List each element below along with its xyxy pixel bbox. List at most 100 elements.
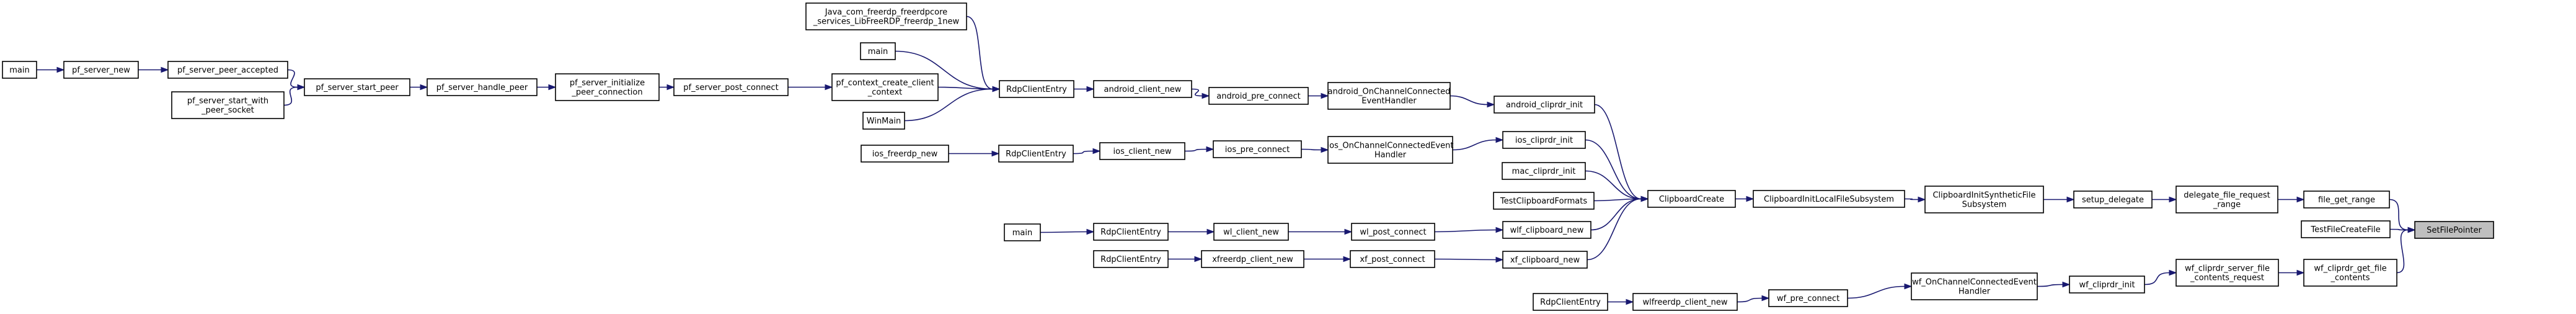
graph-node-java-freerdp-new[interactable]: Java_com_freerdp_freerdpcore_services_Li… bbox=[805, 2, 967, 30]
node-box bbox=[1502, 162, 1586, 180]
graph-node-pf-server-start-with-peer-socket[interactable]: pf_server_start_with_peer_socket bbox=[171, 91, 285, 119]
graph-node-ios-cliprdr-init[interactable]: ios_cliprdr_init bbox=[1502, 131, 1586, 149]
call-edge bbox=[1450, 95, 1488, 105]
graph-node-test-file-create-file[interactable]: TestFileCreateFile bbox=[2301, 220, 2391, 238]
arrowhead bbox=[1206, 146, 1215, 153]
call-edge bbox=[895, 50, 993, 90]
graph-node-winmain[interactable]: WinMain bbox=[862, 112, 905, 130]
arrowhead bbox=[1321, 92, 1329, 99]
graph-node-setup-delegate[interactable]: setup_delegate bbox=[2073, 191, 2153, 209]
node-label: _contents bbox=[2330, 274, 2370, 283]
graph-node-pf-server-start-peer[interactable]: pf_server_start_peer bbox=[304, 78, 410, 96]
arrowhead bbox=[548, 84, 557, 91]
graph-node-wl-post-connect[interactable]: wl_post_connect bbox=[1351, 223, 1435, 241]
graph-node-wf-cliprdr-get-file-contents[interactable]: wf_cliprdr_get_file_contents bbox=[2303, 259, 2397, 287]
node-box bbox=[862, 112, 905, 130]
graph-node-wlf-clipboard-new[interactable]: wlf_clipboard_new bbox=[1502, 221, 1591, 239]
graph-node-main-top[interactable]: main bbox=[860, 42, 896, 60]
graph-node-pf-server-post-connect[interactable]: pf_server_post_connect bbox=[673, 78, 789, 96]
node-label: Handler bbox=[1959, 287, 1991, 297]
node-label: RdpClientEntry bbox=[1100, 228, 1161, 237]
node-label: android_client_new bbox=[1104, 85, 1182, 94]
graph-node-wf-cliprdr-init[interactable]: wf_cliprdr_init bbox=[2069, 276, 2145, 294]
node-box bbox=[1632, 293, 1738, 311]
node-box bbox=[1768, 289, 1848, 307]
graph-node-rdp-client-entry-xf[interactable]: RdpClientEntry bbox=[1093, 250, 1169, 268]
graph-node-rdp-client-entry-ios[interactable]: RdpClientEntry bbox=[998, 145, 1074, 163]
graph-node-clipboard-init-local-file-subsystem[interactable]: ClipboardInitLocalFileSubsystem bbox=[1753, 190, 1905, 208]
node-label: wl_client_new bbox=[1223, 228, 1279, 237]
graph-node-file-get-range[interactable]: file_get_range bbox=[2303, 191, 2390, 209]
node-box bbox=[1753, 190, 1905, 208]
graph-node-mac-cliprdr-init[interactable]: mac_cliprdr_init bbox=[1502, 162, 1586, 180]
graph-node-pf-server-peer-accepted[interactable]: pf_server_peer_accepted bbox=[167, 61, 288, 79]
graph-node-xfreerdp-client-new[interactable]: xfreerdp_client_new bbox=[1201, 250, 1304, 268]
call-edge bbox=[1585, 139, 1642, 200]
node-box bbox=[2301, 220, 2391, 238]
node-box bbox=[2, 61, 37, 79]
call-edge bbox=[2037, 284, 2063, 287]
node-box bbox=[304, 78, 410, 96]
node-label: xf_clipboard_new bbox=[1510, 256, 1580, 265]
graph-node-wf-cliprdr-server-file-contents-request[interactable]: wf_cliprdr_server_file_contents_request bbox=[2175, 259, 2279, 287]
arrowhead bbox=[297, 84, 306, 91]
arrowhead bbox=[1194, 256, 1203, 262]
graph-node-pf-server-new[interactable]: pf_server_new bbox=[63, 61, 139, 79]
node-label: EventHandler bbox=[1361, 97, 1417, 106]
arrowhead bbox=[1495, 137, 1504, 143]
arrowhead bbox=[1202, 92, 1210, 99]
graph-node-wl-client-new[interactable]: wl_client_new bbox=[1213, 223, 1289, 241]
node-label: _peer_connection bbox=[571, 88, 642, 97]
node-label: mac_cliprdr_init bbox=[1512, 167, 1576, 176]
graph-node-ios-pre-connect[interactable]: ios_pre_connect bbox=[1213, 140, 1302, 158]
graph-node-ios-freerdp-new[interactable]: ios_freerdp_new bbox=[861, 145, 949, 163]
graph-node-clipboard-create[interactable]: ClipboardCreate bbox=[1647, 190, 1736, 208]
graph-node-xf-clipboard-new[interactable]: xf_clipboard_new bbox=[1502, 251, 1588, 269]
node-label: wf_cliprdr_get_file bbox=[2314, 264, 2386, 274]
arrowhead bbox=[1904, 283, 1913, 290]
graph-node-android-pre-connect[interactable]: android_pre_connect bbox=[1208, 87, 1309, 105]
arrowhead bbox=[2296, 269, 2305, 276]
graph-node-set-file-pointer[interactable]: SetFilePointer bbox=[2414, 221, 2494, 239]
graph-node-wf-pre-connect[interactable]: wf_pre_connect bbox=[1768, 289, 1848, 307]
node-label: Handler bbox=[1374, 151, 1407, 160]
graph-node-main-wl[interactable]: main bbox=[1004, 223, 1041, 241]
graph-node-pf-server-initialize-peer-connection[interactable]: pf_server_initialize_peer_connection bbox=[555, 73, 660, 101]
node-label: android_pre_connect bbox=[1216, 92, 1300, 101]
node-label: RdpClientEntry bbox=[1100, 255, 1161, 264]
node-box bbox=[1351, 223, 1435, 241]
graph-node-test-clipboard-formats[interactable]: TestClipboardFormats bbox=[1493, 192, 1595, 210]
graph-node-main-l[interactable]: main bbox=[2, 61, 37, 79]
node-label: SetFilePointer bbox=[2427, 226, 2482, 235]
node-box bbox=[1494, 96, 1595, 114]
arrowhead bbox=[2169, 196, 2177, 203]
graph-node-ios-client-new[interactable]: ios_client_new bbox=[1099, 142, 1185, 160]
node-label: pf_server_initialize bbox=[570, 79, 645, 88]
graph-node-android-cliprdr-init[interactable]: android_cliprdr_init bbox=[1494, 96, 1595, 114]
graph-node-android-client-new[interactable]: android_client_new bbox=[1093, 80, 1192, 98]
graph-node-pf-context-create-client-context[interactable]: pf_context_create_client_context bbox=[831, 73, 939, 101]
graph-node-rdp-client-entry-a[interactable]: RdpClientEntry bbox=[999, 80, 1074, 98]
node-box bbox=[2175, 259, 2279, 287]
node-label: main bbox=[9, 66, 29, 75]
node-box bbox=[1327, 82, 1451, 110]
graph-node-rdp-client-entry-wl[interactable]: RdpClientEntry bbox=[1093, 223, 1169, 241]
graph-node-wlfreerdp-client-new[interactable]: wlfreerdp_client_new bbox=[1632, 293, 1738, 311]
graph-node-pf-server-handle-peer[interactable]: pf_server_handle_peer bbox=[427, 78, 538, 96]
node-box bbox=[2303, 191, 2390, 209]
node-box bbox=[1213, 140, 1302, 158]
graph-node-rdp-client-entry-wlf[interactable]: RdpClientEntry bbox=[1533, 293, 1608, 311]
node-label: ios_freerdp_new bbox=[872, 150, 938, 159]
graph-node-delegate-file-request-range[interactable]: delegate_file_request_range bbox=[2175, 186, 2278, 213]
node-box bbox=[1502, 131, 1586, 149]
node-label: _services_LibFreeRDP_freerdp_1new bbox=[813, 17, 960, 27]
node-label: main bbox=[868, 47, 888, 56]
node-label: wf_cliprdr_server_file bbox=[2185, 264, 2270, 274]
node-label: TestClipboardFormats bbox=[1500, 197, 1588, 206]
node-label: pf_server_peer_accepted bbox=[177, 66, 278, 75]
graph-node-xf-post-connect[interactable]: xf_post_connect bbox=[1350, 250, 1435, 268]
